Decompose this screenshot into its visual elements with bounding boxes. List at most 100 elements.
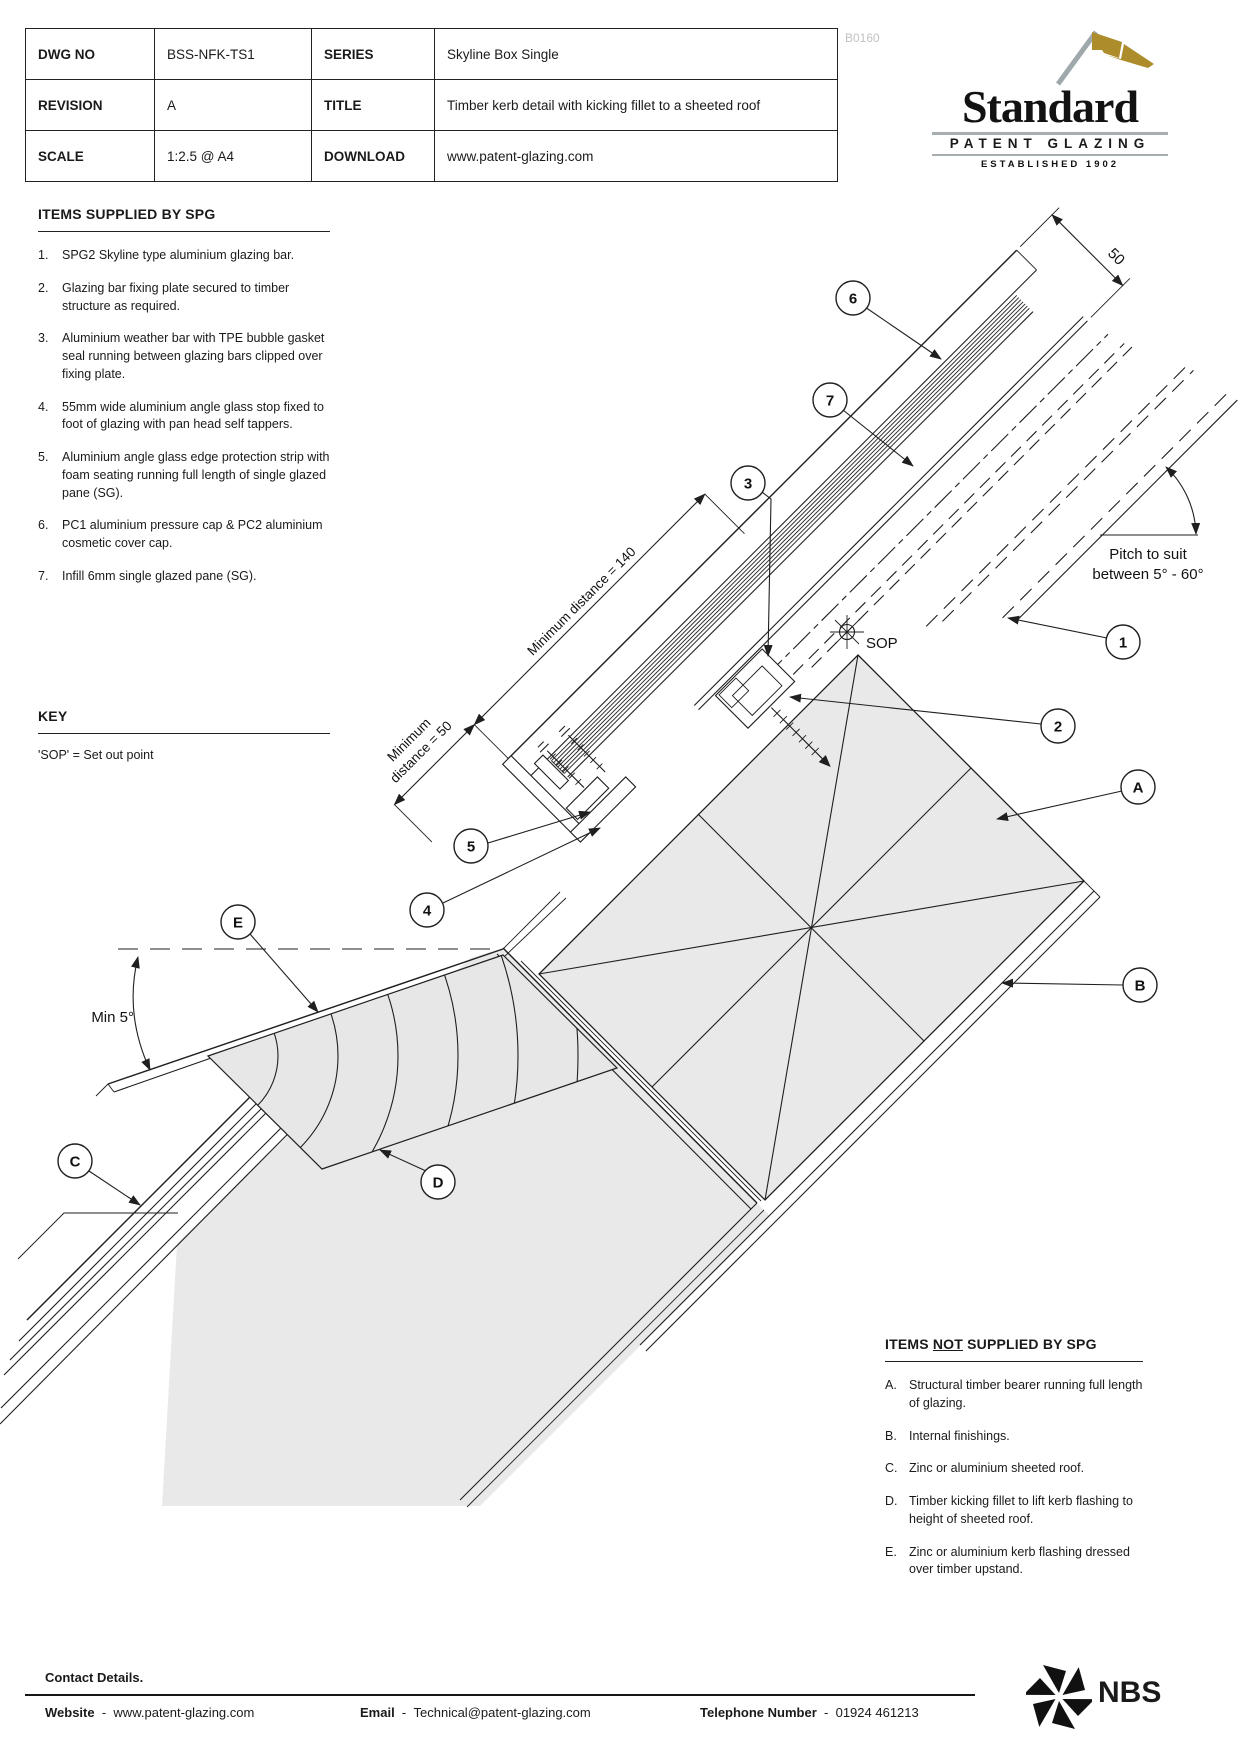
sheet-break-line: [17, 1212, 178, 1260]
callout-balloons: 6 7 3 1 2 A B: [57, 280, 1158, 1206]
key-section: KEY 'SOP' = Set out point: [38, 708, 330, 762]
email-label: Email: [360, 1705, 395, 1720]
heading-underline: [38, 733, 330, 734]
series-value: Skyline Box Single: [434, 28, 838, 80]
item-text: PC1 aluminium pressure cap & PC2 alumini…: [62, 518, 323, 550]
revision-label: REVISION: [25, 79, 155, 131]
fixing-plate-assembly: [714, 648, 831, 768]
svg-text:2: 2: [1054, 719, 1062, 736]
website-label: Website: [45, 1705, 95, 1720]
item-text: Infill 6mm single glazed pane (SG).: [62, 568, 257, 583]
dwg-no-label: DWG NO: [25, 28, 155, 80]
list-item: 1. SPG2 Skyline type aluminium glazing b…: [38, 247, 330, 265]
scale-label: SCALE: [25, 130, 155, 182]
item-number: 3.: [38, 331, 49, 346]
list-item: A. Structural timber bearer running full…: [885, 1377, 1143, 1413]
heading-underline: [885, 1361, 1143, 1362]
glass-pane: [551, 295, 1034, 778]
pitch-annotation: Pitch to suit between 5° - 60°: [1092, 466, 1204, 583]
email-value[interactable]: Technical@patent-glazing.com: [413, 1705, 591, 1720]
list-item: 7. Infill 6mm single glazed pane (SG).: [38, 568, 330, 586]
minimum-distance-dimensions: Minimum distance = 140 Minimum distance …: [384, 493, 745, 843]
download-link[interactable]: www.patent-glazing.com: [434, 130, 838, 182]
items-not-supplied-heading: ITEMS NOT SUPPLIED BY SPG: [885, 1336, 1143, 1352]
nbs-logo-text: NBS: [1098, 1676, 1162, 1709]
phone-separator: -: [824, 1705, 829, 1720]
set-out-point-symbol: SOP: [830, 615, 898, 652]
website-value[interactable]: www.patent-glazing.com: [113, 1705, 255, 1720]
item-number: 5.: [38, 450, 49, 464]
item-letter: E.: [885, 1544, 897, 1559]
min-angle-arc: [131, 956, 151, 1071]
kicking-fillet: [206, 954, 619, 1170]
svg-text:E: E: [233, 915, 243, 932]
balloon-5: 5: [453, 810, 591, 864]
self-tapper-screw: [558, 725, 606, 773]
item-letter: D.: [885, 1494, 898, 1508]
balloon-E: E: [220, 904, 319, 1013]
key-entry: 'SOP' = Set out point: [38, 748, 154, 762]
self-tapper-screw: [537, 741, 585, 788]
revision-value: A: [154, 79, 312, 131]
timber-bearer: [538, 654, 1085, 1201]
svg-text:5: 5: [467, 839, 475, 856]
items-not-supplied-section: ITEMS NOT SUPPLIED BY SPG A. Structural …: [885, 1336, 1143, 1579]
email-separator: -: [401, 1705, 407, 1720]
glass-stop-assembly: [501, 725, 637, 843]
svg-text:A: A: [1133, 780, 1144, 797]
logo-subtitle: PATENT GLAZING: [949, 136, 1151, 151]
logo-wordmark: Standard: [961, 81, 1139, 132]
svg-text:B: B: [1135, 978, 1146, 995]
heading-not: NOT: [932, 1336, 964, 1352]
list-item: C. Zinc or aluminium sheeted roof.: [885, 1460, 1143, 1478]
item-text: Aluminium angle glass edge protection st…: [62, 450, 330, 500]
balloon-C: C: [57, 1143, 141, 1206]
item-number: 7.: [38, 568, 49, 583]
hidden-line: [777, 343, 1125, 691]
internal-finishings: [459, 880, 1101, 1508]
item-text: Zinc or aluminium sheeted roof.: [909, 1461, 1085, 1476]
svg-text:4: 4: [423, 903, 432, 920]
balloon-4: 4: [409, 827, 601, 928]
logo-flag-icon: [1055, 30, 1154, 86]
sheet-ref-code: B0160: [845, 31, 880, 45]
phone-label: Telephone Number: [700, 1705, 817, 1720]
list-item: D. Timber kicking fillet to lift kerb fl…: [885, 1493, 1143, 1529]
balloon-B: B: [1001, 967, 1158, 1003]
list-item: 5. Aluminium angle glass edge protection…: [38, 449, 330, 502]
item-text: 55mm wide aluminium angle glass stop fix…: [62, 399, 324, 432]
item-text: Internal finishings.: [909, 1428, 1010, 1443]
nbs-logo-icon: [1026, 1665, 1092, 1729]
logo-established: ESTABLISHED 1902: [980, 159, 1120, 170]
item-text: Aluminium weather bar with TPE bubble ga…: [62, 331, 325, 381]
footer-divider: [25, 1694, 975, 1696]
pitch-label-line1: Pitch to suit: [1109, 546, 1187, 563]
sop-label: SOP: [866, 635, 898, 652]
phone-value[interactable]: 01924 461213: [835, 1705, 919, 1720]
roof-plane-hidden-lines: [925, 364, 1238, 627]
title-value: Timber kerb detail with kicking fillet t…: [434, 79, 838, 131]
download-label: DOWNLOAD: [311, 130, 435, 182]
cap-width-dimension: 50: [1019, 207, 1131, 318]
balloon-1: 1: [1007, 615, 1141, 660]
item-number: 2.: [38, 280, 49, 295]
list-item: 3. Aluminium weather bar with TPE bubble…: [38, 330, 330, 383]
min-distance-140-label: Minimum distance = 140: [524, 544, 638, 658]
heading-part: SUPPLIED BY SPG: [963, 1336, 1097, 1352]
item-text: Glazing bar fixing plate secured to timb…: [62, 280, 290, 313]
centre-line: [736, 333, 1109, 706]
fixing-screw: [770, 707, 831, 768]
scale-value: 1:2.5 @ A4: [154, 130, 312, 182]
item-text: Zinc or aluminium kerb flashing dressed …: [909, 1544, 1130, 1577]
svg-text:7: 7: [826, 393, 834, 410]
item-letter: C.: [885, 1461, 898, 1476]
footer-email: Email - Technical@patent-glazing.com: [360, 1705, 591, 1720]
list-item: B. Internal finishings.: [885, 1428, 1143, 1446]
item-letter: B.: [885, 1428, 897, 1443]
item-number: 4.: [38, 399, 49, 414]
balloon-D: D: [379, 1149, 456, 1200]
timber-kerb-structure: [162, 948, 770, 1506]
items-supplied-section: ITEMS SUPPLIED BY SPG 1. SPG2 Skyline ty…: [38, 206, 330, 586]
heading-part: ITEMS: [885, 1336, 933, 1352]
item-text: Timber kicking fillet to lift kerb flash…: [909, 1494, 1133, 1526]
